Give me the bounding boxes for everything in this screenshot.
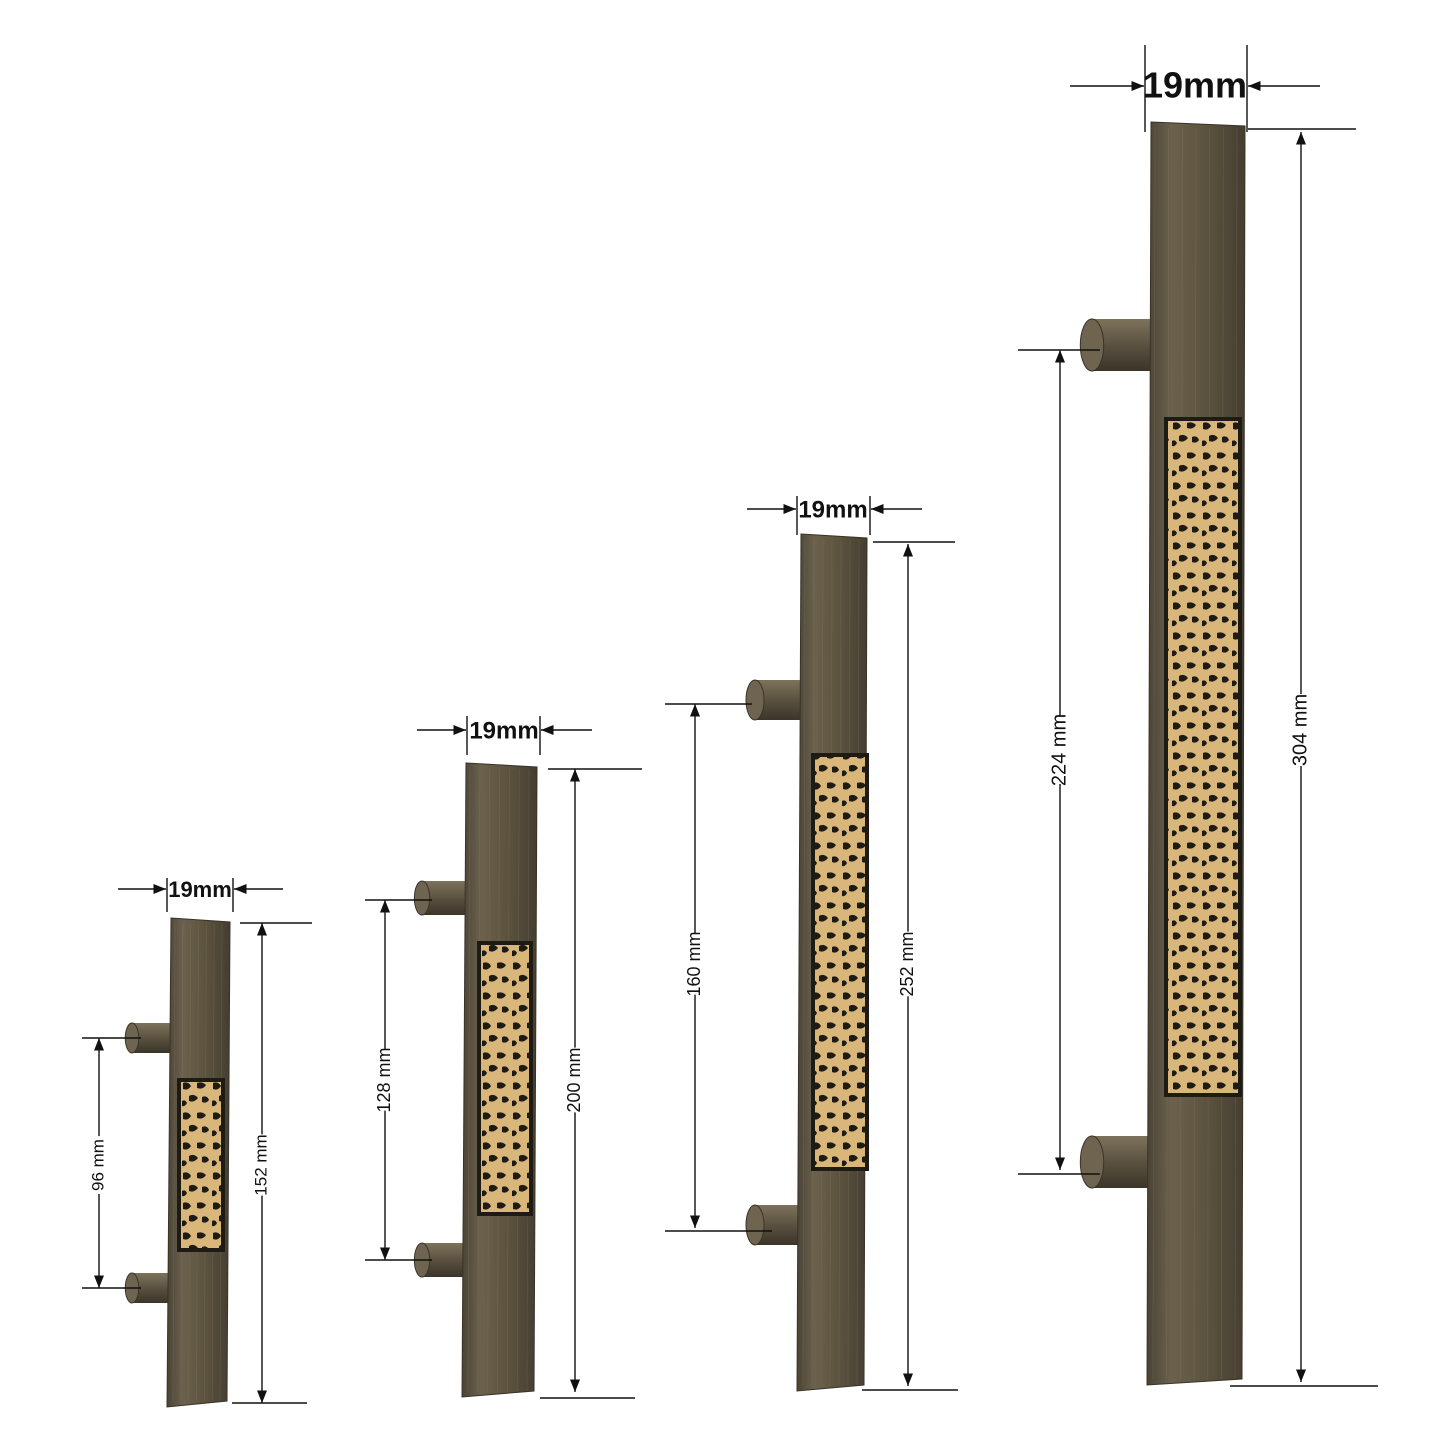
brushed-texture <box>802 539 806 1386</box>
mounting-post <box>745 1204 801 1246</box>
handle-304: 19mm 304 mm 224 mm <box>1018 45 1378 1387</box>
post-end <box>745 679 765 721</box>
post-shaft <box>132 1023 171 1053</box>
length-label: 304 mm <box>1289 694 1311 766</box>
center-dimension: 160 mm <box>665 703 772 1232</box>
length-dimension: 252 mm <box>862 541 958 1391</box>
mounting-post <box>745 679 801 721</box>
center-distance-label: 160 mm <box>684 931 704 996</box>
lattice-insert <box>177 1078 225 1252</box>
brushed-texture <box>1152 127 1156 1380</box>
post-shaft <box>1092 1136 1151 1188</box>
width-label: 19mm <box>168 877 232 902</box>
mounting-post <box>1079 1135 1151 1189</box>
width-dimension: 19mm <box>417 716 592 755</box>
brushed-texture <box>172 923 176 1402</box>
width-label: 19mm <box>798 496 867 523</box>
center-distance-label: 224 mm <box>1048 714 1070 786</box>
lattice-insert <box>477 941 533 1216</box>
post-shaft <box>422 881 466 915</box>
post-end <box>745 1204 765 1246</box>
insert-pattern <box>181 1082 221 1248</box>
length-label: 252 mm <box>897 931 917 996</box>
length-label: 200 mm <box>564 1047 584 1112</box>
center-dimension: 128 mm <box>365 899 432 1261</box>
post-end <box>1079 1135 1105 1189</box>
length-dimension: 152 mm <box>232 922 312 1404</box>
center-distance-label: 96 mm <box>88 1139 107 1191</box>
center-dimension: 224 mm <box>1018 349 1100 1175</box>
insert-pattern <box>1168 421 1238 1093</box>
length-label: 152 mm <box>251 1134 270 1195</box>
insert-pattern <box>481 945 529 1212</box>
post-shaft <box>422 1243 466 1277</box>
width-dimension: 19mm <box>1070 45 1320 132</box>
handle-200: 19mm 200 mm 128 mm <box>365 716 642 1399</box>
post-shaft <box>1092 319 1151 371</box>
width-dimension: 19mm <box>747 496 922 535</box>
center-distance-label: 128 mm <box>374 1047 394 1112</box>
width-label: 19mm <box>1143 65 1247 106</box>
post-shaft <box>755 1205 801 1245</box>
post-shaft <box>755 680 801 720</box>
post-end <box>413 880 431 916</box>
length-dimension: 200 mm <box>540 768 642 1399</box>
mounting-post <box>1079 318 1151 372</box>
lattice-insert <box>811 753 869 1171</box>
center-dimension: 96 mm <box>82 1037 141 1289</box>
lattice-insert <box>1164 417 1242 1097</box>
handle-152: 19mm 152 mm 96 mm <box>82 877 312 1408</box>
mounting-post <box>413 880 466 916</box>
insert-pattern <box>815 757 865 1167</box>
brushed-texture <box>467 768 471 1392</box>
post-end <box>1079 318 1105 372</box>
length-dimension: 304 mm <box>1230 128 1378 1387</box>
width-label: 19mm <box>469 717 538 744</box>
post-shaft <box>132 1273 171 1303</box>
handle-252: 19mm 252 mm 160 mm <box>665 496 958 1392</box>
width-dimension: 19mm <box>118 877 283 912</box>
